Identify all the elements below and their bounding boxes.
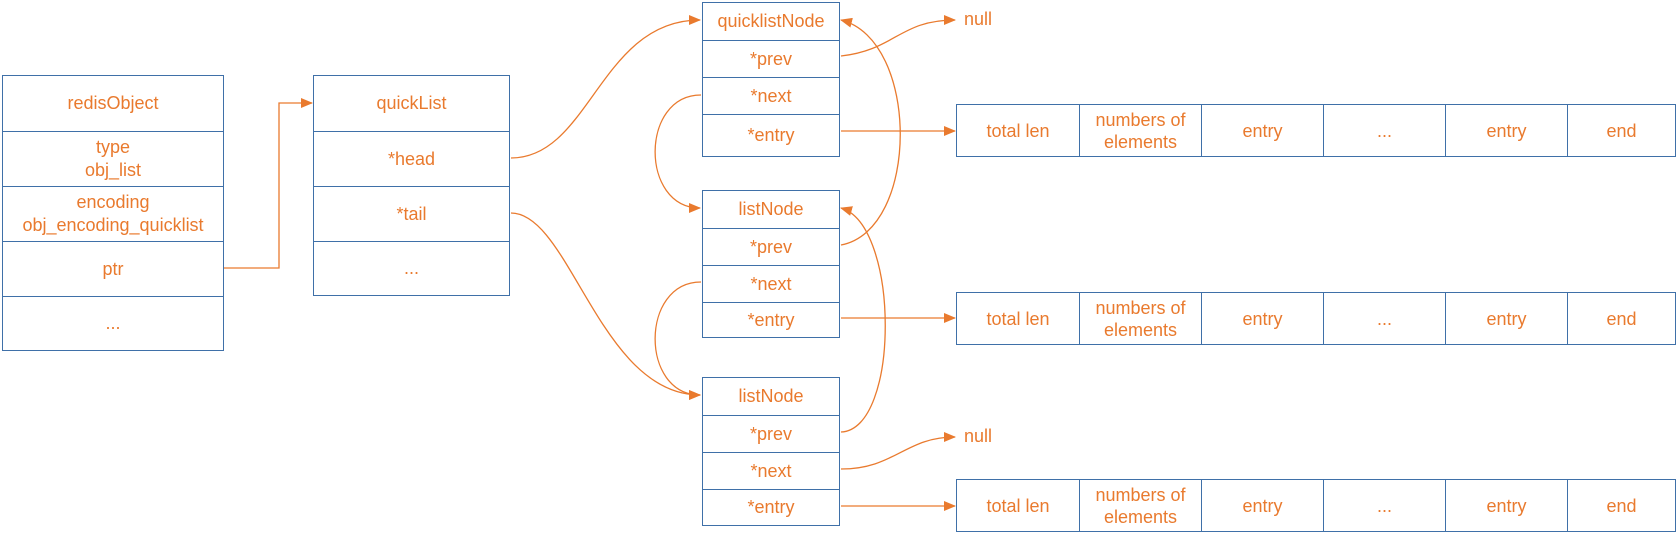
redis-object-ptr: ptr [3, 241, 223, 296]
ziplist-total-len: total len [986, 495, 1050, 516]
list-node-box: listNode *prev *next *entry [702, 190, 840, 338]
ziplist-strip: total len numbers of elements entry ... … [956, 104, 1676, 157]
quicklist-node-box: quicklistNode *prev *next *entry [702, 2, 840, 157]
ziplist-strip: total len numbers of elements entry ... … [956, 479, 1676, 532]
node-next: *next [703, 452, 839, 489]
ziplist-total-len: total len [986, 308, 1050, 329]
ziplist-entry: entry [1201, 105, 1323, 156]
node-next: *next [703, 265, 839, 302]
node2-next-to-null-arrow [840, 432, 956, 470]
null-label-top: null [964, 9, 993, 29]
tail-to-last-listnode-arrow [510, 212, 701, 400]
head-to-quicklistnode-arrow [510, 15, 701, 159]
node0-prev-to-null-arrow [840, 15, 956, 57]
ziplist-entry: entry [1445, 105, 1567, 156]
node-prev: *prev [703, 228, 839, 265]
node-title: listNode [738, 199, 804, 219]
redis-object-type: type obj_list [3, 131, 223, 186]
node-title: quicklistNode [717, 11, 825, 31]
quicklist-title: quickList [376, 93, 447, 113]
quicklist-tail: *tail [314, 186, 509, 241]
ziplist-entry: entry [1445, 293, 1567, 344]
ziplist-ellipsis: ... [1323, 480, 1445, 531]
node0-next-to-node1-arrow [654, 94, 702, 213]
ziplist-ellipsis: ... [1323, 293, 1445, 344]
ziplist-end: end [1567, 480, 1675, 531]
ziplist-num-elements: numbers of elements [1079, 480, 1201, 531]
node-entry: *entry [703, 489, 839, 525]
quicklist-box: quickList *head *tail ... [313, 75, 510, 296]
ziplist-end: end [1567, 105, 1675, 156]
node-prev: *prev [703, 415, 839, 452]
redis-object-title: redisObject [67, 93, 159, 113]
ziplist-num-elements: numbers of elements [1079, 293, 1201, 344]
node-prev: *prev [703, 40, 839, 77]
ziplist-entry: entry [1201, 480, 1323, 531]
redis-object-encoding: encoding obj_encoding_quicklist [3, 186, 223, 241]
node-entry: *entry [703, 302, 839, 337]
ziplist-end: end [1567, 293, 1675, 344]
ptr-to-quicklist-arrow [224, 98, 313, 269]
ziplist-total-len: total len [986, 120, 1050, 141]
node-next: *next [703, 77, 839, 114]
node1-prev-to-node0-arrow [840, 17, 901, 246]
node2-prev-to-node1-arrow [840, 206, 886, 433]
list-node-box: listNode *prev *next *entry [702, 377, 840, 526]
quicklist-head: *head [314, 131, 509, 186]
node-entry: *entry [703, 114, 839, 156]
ziplist-entry: entry [1445, 480, 1567, 531]
redis-object-box: redisObject type obj_list encoding obj_e… [2, 75, 224, 351]
node-title: listNode [738, 386, 804, 406]
ziplist-entry: entry [1201, 293, 1323, 344]
ziplist-strip: total len numbers of elements entry ... … [956, 292, 1676, 345]
quicklist-more: ... [314, 241, 509, 295]
null-label-bottom: null [964, 426, 993, 446]
node1-next-to-node2-arrow [654, 281, 702, 400]
ziplist-num-elements: numbers of elements [1079, 105, 1201, 156]
redis-object-more: ... [3, 296, 223, 350]
ziplist-ellipsis: ... [1323, 105, 1445, 156]
